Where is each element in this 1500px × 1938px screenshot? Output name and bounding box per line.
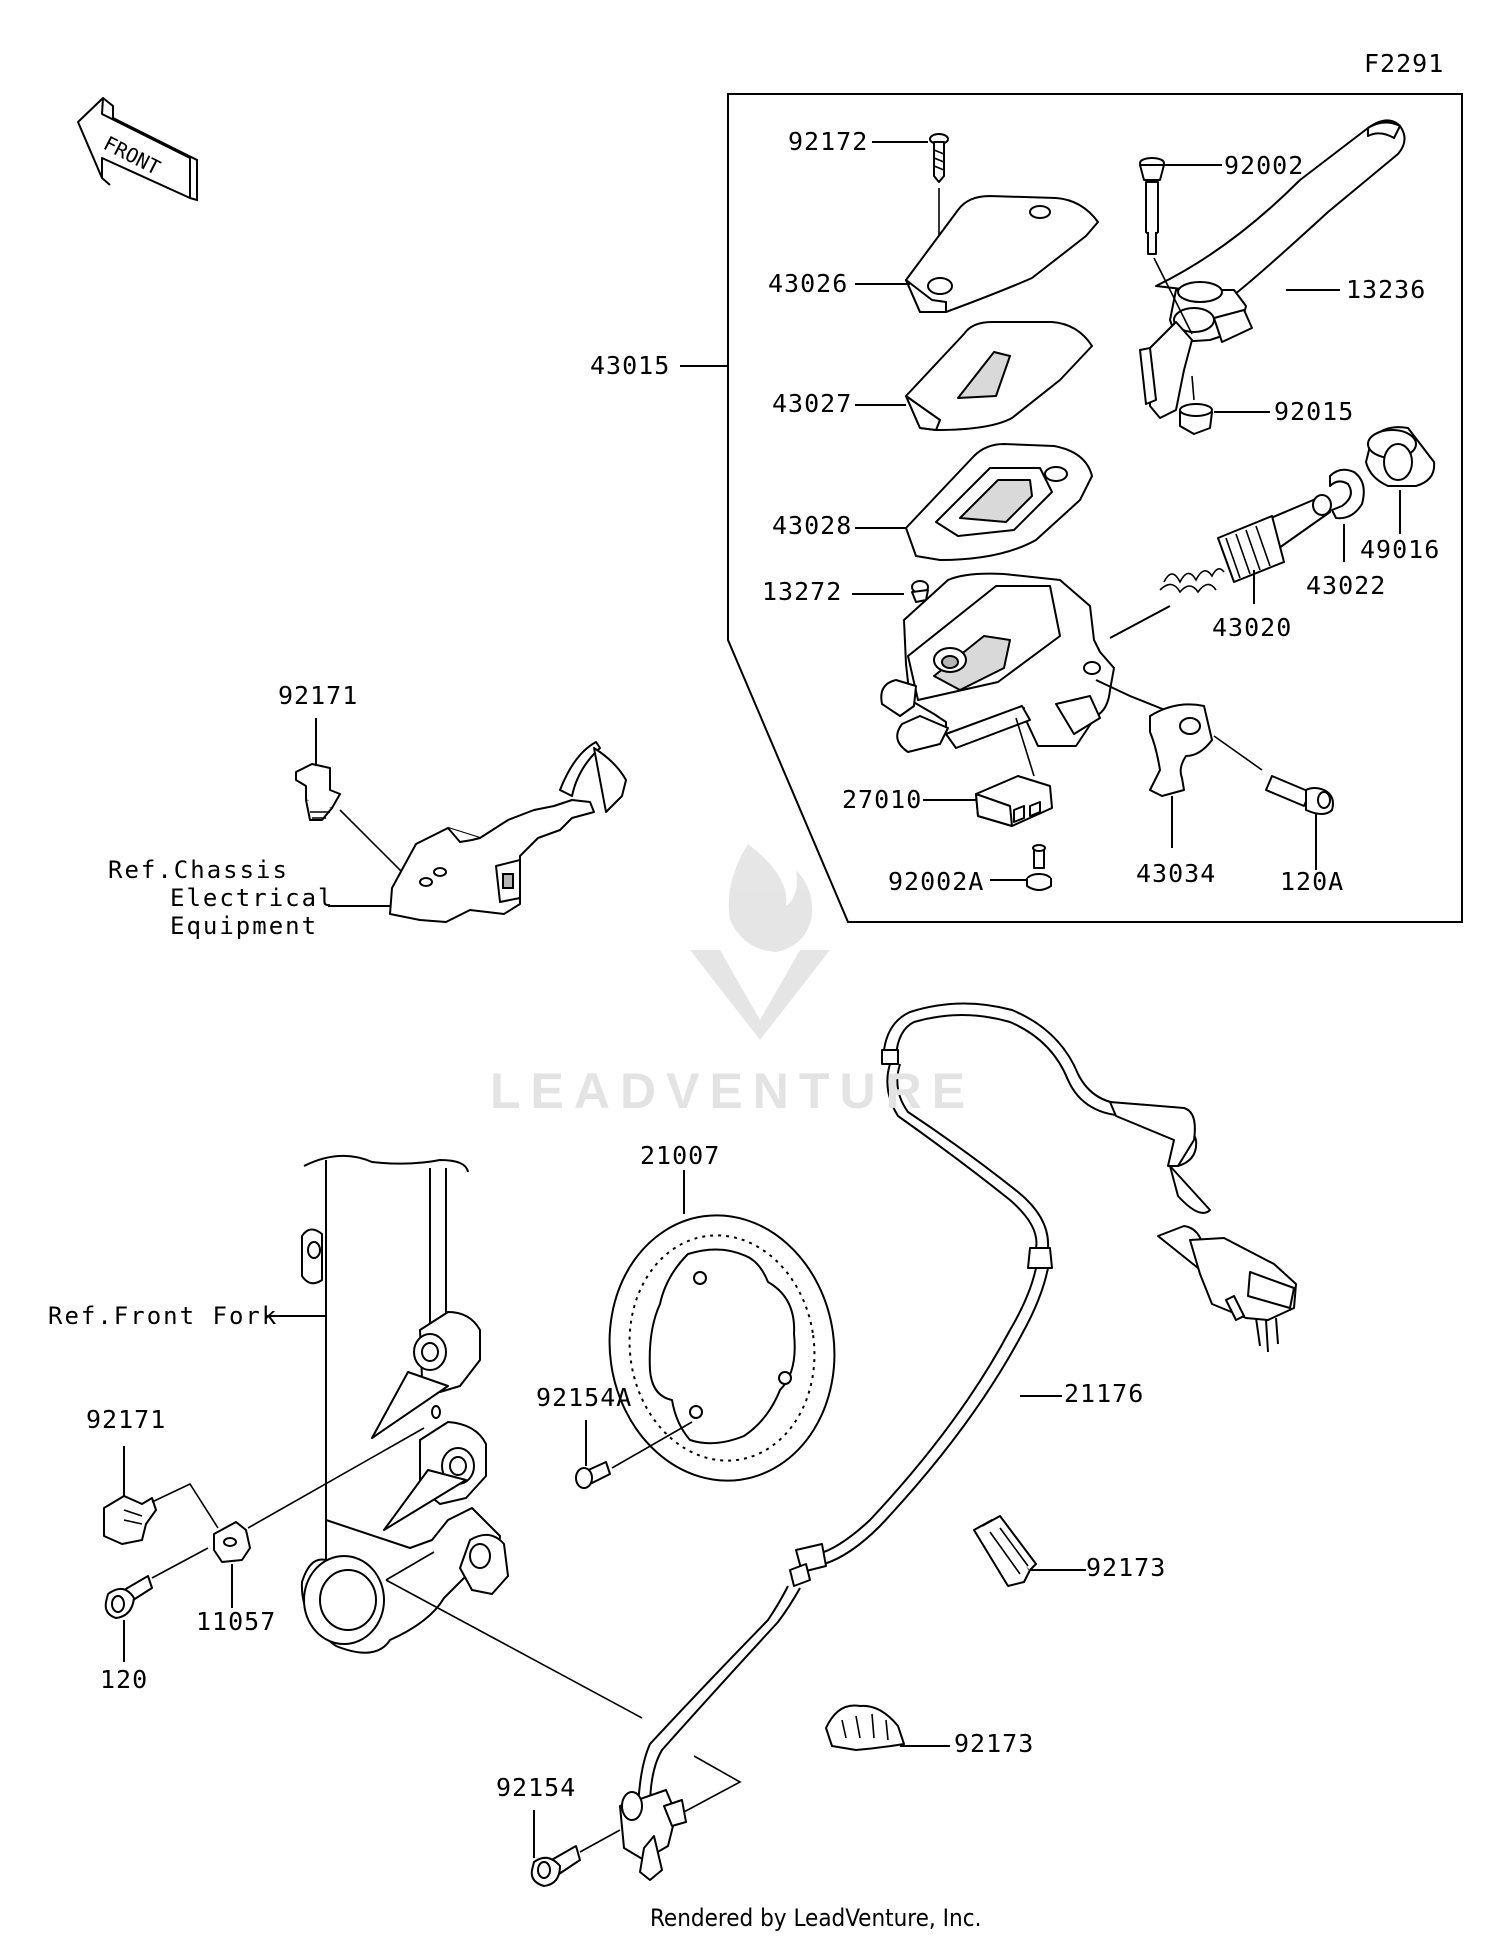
clip-92171-lower: [103, 1495, 157, 1545]
label-92002: 92002: [1224, 151, 1305, 180]
label-120A: 120A: [1280, 867, 1345, 896]
label-13236: 13236: [1346, 275, 1427, 304]
label-92172: 92172: [788, 127, 869, 156]
clamp-11057: [213, 1521, 251, 1563]
holder-43034: [1149, 703, 1213, 797]
ref-chassis-line2: Electrical: [170, 884, 335, 912]
piston-assembly-43020: [1159, 494, 1332, 594]
label-27010: 27010: [842, 785, 923, 814]
ref-chassis-line3: Equipment: [170, 912, 319, 940]
dust-boot-49016: [1365, 426, 1436, 487]
master-cylinder-body: [880, 572, 1115, 753]
ref-chassis-line1: Ref.Chassis: [108, 856, 289, 884]
circlip-43022: [1329, 468, 1365, 520]
screw-92002A: [1026, 844, 1052, 891]
bolt-92154: [530, 1845, 581, 1887]
label-43020: 43020: [1212, 613, 1293, 642]
bracket-chassis: [389, 741, 627, 923]
clip-92171-upper: [295, 763, 341, 821]
label-92154A: 92154A: [536, 1383, 633, 1412]
label-43034: 43034: [1136, 859, 1217, 888]
bolt-120A: [1265, 775, 1334, 815]
nut-92015: [1179, 403, 1213, 435]
diaphragm-43028: [905, 443, 1093, 561]
ref-front-fork: Ref.Front Fork: [48, 1302, 279, 1330]
brake-switch-27010: [975, 775, 1053, 827]
diaphragm-plate-43027: [905, 321, 1093, 431]
screw-92172: [929, 133, 949, 183]
front-arrow-icon: [77, 97, 198, 202]
label-92015: 92015: [1274, 397, 1355, 426]
master-cylinder-group-box: [727, 93, 1463, 923]
label-21007: 21007: [640, 1141, 721, 1170]
label-92002A: 92002A: [888, 867, 985, 896]
watermark-logo-icon: [690, 844, 830, 1040]
label-92173-upper: 92173: [1086, 1553, 1167, 1582]
label-43027: 43027: [772, 389, 853, 418]
cable-clamp-92173-lower: [825, 1704, 905, 1751]
cable-clamp-92173-upper: [973, 1515, 1037, 1587]
label-92171-upper: 92171: [278, 681, 359, 710]
label-43015: 43015: [590, 351, 671, 380]
brake-lever-13236: [1139, 119, 1406, 419]
front-fork: [300, 1154, 509, 1654]
abs-tone-ring-21007: [608, 1214, 836, 1482]
label-92154: 92154: [496, 1773, 577, 1802]
figure-code: F2291: [1364, 49, 1445, 78]
label-49016: 49016: [1360, 535, 1441, 564]
bolt-120: [104, 1575, 153, 1619]
label-11057: 11057: [196, 1607, 277, 1636]
label-92171-lower: 92171: [86, 1405, 167, 1434]
label-43022: 43022: [1306, 571, 1387, 600]
label-92173-lower: 92173: [954, 1729, 1035, 1758]
small-screw-13272: [911, 580, 929, 603]
label-120: 120: [100, 1665, 149, 1694]
reservoir-cap-43026: [905, 195, 1099, 313]
screw-92154A: [575, 1461, 611, 1489]
label-43028: 43028: [772, 511, 853, 540]
footer-credit: Rendered by LeadVenture, Inc.: [650, 1904, 982, 1932]
pivot-bolt-92002: [1139, 157, 1165, 255]
label-43026: 43026: [768, 269, 849, 298]
label-21176: 21176: [1064, 1379, 1145, 1408]
abs-sensor-21176: [619, 1002, 1297, 1881]
watermark-text: LEADVENTURE: [490, 1063, 976, 1119]
label-13272: 13272: [762, 577, 843, 606]
